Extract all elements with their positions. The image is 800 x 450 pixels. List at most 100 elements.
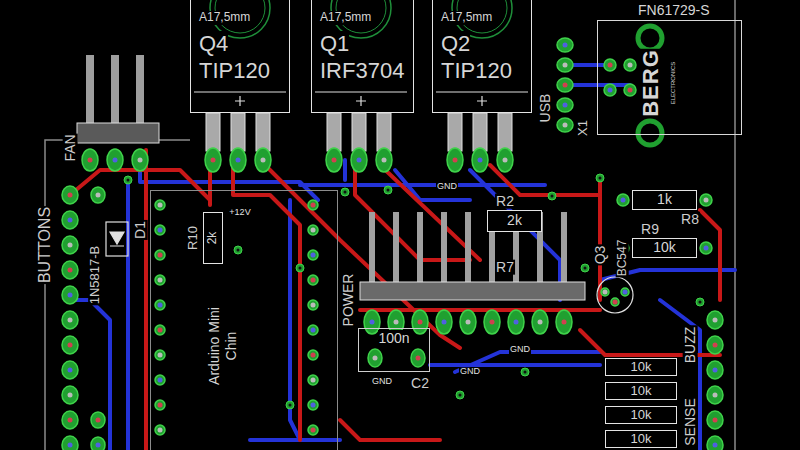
drill-hole xyxy=(311,203,316,208)
solder-pad xyxy=(700,194,712,206)
drill-hole xyxy=(127,179,130,182)
via xyxy=(296,264,304,272)
solder-pad xyxy=(308,275,318,285)
drill-hole xyxy=(370,320,375,325)
header-pin xyxy=(393,212,399,282)
mounting-hole xyxy=(638,26,662,50)
solder-pad xyxy=(557,58,573,72)
part-name: Q4 xyxy=(199,31,228,56)
part-value: TIP120 xyxy=(441,58,512,83)
drill-hole xyxy=(138,158,143,163)
signal-name: GND xyxy=(509,345,531,354)
drill-hole xyxy=(608,63,613,68)
part-value: 2k xyxy=(507,213,522,228)
header-pin xyxy=(441,212,447,282)
solder-pad xyxy=(557,78,573,92)
solder-pad xyxy=(62,286,78,304)
drill-hole xyxy=(704,198,709,203)
drill-hole xyxy=(538,320,543,325)
solder-pad xyxy=(91,187,105,203)
part-value: 1N5817-B xyxy=(88,245,102,306)
part-name: R2 xyxy=(495,194,515,209)
part-name: R9 xyxy=(640,222,660,237)
via xyxy=(696,298,704,306)
solder-pad xyxy=(62,186,78,204)
solder-pad xyxy=(62,336,78,354)
transistor-package: A17,5mmQ4TIP120 xyxy=(190,0,290,113)
solder-pad xyxy=(255,148,271,172)
solder-pad xyxy=(707,311,723,329)
header-pin xyxy=(369,212,375,282)
signal-name: GND xyxy=(459,367,481,376)
solder-pad xyxy=(707,411,723,429)
drill-hole xyxy=(418,320,423,325)
drill-hole xyxy=(158,403,163,408)
drill-hole xyxy=(68,318,73,323)
solder-pad xyxy=(621,288,629,296)
solder-pad xyxy=(91,412,105,428)
part-name: R8 xyxy=(680,212,700,227)
drill-hole xyxy=(603,290,608,295)
resistor-symbol: 10k xyxy=(605,406,677,424)
connector-name: BUTTONS xyxy=(37,206,54,284)
solder-pad xyxy=(556,310,572,334)
header-pin xyxy=(111,55,119,125)
drill-hole xyxy=(562,320,567,325)
header-pin xyxy=(417,212,423,282)
via xyxy=(341,188,349,196)
solder-pad xyxy=(155,300,165,310)
solder-pad xyxy=(308,200,318,210)
solder-pad xyxy=(436,310,452,334)
drill-hole xyxy=(466,320,471,325)
drill-hole xyxy=(311,328,316,333)
solder-pad xyxy=(557,98,573,112)
part-name: C2 xyxy=(410,376,430,391)
drill-hole xyxy=(713,393,718,398)
drill-hole xyxy=(68,293,73,298)
package-size: A17,5mm xyxy=(320,11,371,25)
top-copper-trace xyxy=(700,210,720,300)
via xyxy=(456,391,464,399)
drill-hole xyxy=(490,320,495,325)
solder-pad xyxy=(326,148,342,172)
drill-hole xyxy=(713,343,718,348)
drill-hole xyxy=(311,228,316,233)
via xyxy=(521,368,529,376)
drill-hole xyxy=(68,343,73,348)
solder-pad xyxy=(155,375,165,385)
drill-hole xyxy=(158,328,163,333)
resistor-symbol: 2k xyxy=(487,210,542,232)
package-mark xyxy=(194,92,286,106)
package-size: A17,5mm xyxy=(199,11,250,25)
solder-pad xyxy=(707,386,723,404)
transistor-outline xyxy=(597,277,633,313)
drill-hole xyxy=(88,158,93,163)
solder-pad xyxy=(155,425,165,435)
solder-pad xyxy=(472,148,488,172)
drill-hole xyxy=(68,268,73,273)
solder-pad xyxy=(707,436,723,450)
transistor-leg xyxy=(352,113,366,151)
part-value: 100n xyxy=(378,330,409,346)
part-value: BC547 xyxy=(616,239,629,278)
drill-hole xyxy=(311,378,316,383)
transistor-leg xyxy=(206,113,220,151)
drill-hole xyxy=(68,393,73,398)
part-value: 1k xyxy=(657,192,672,207)
solder-pad xyxy=(132,149,148,171)
drill-hole xyxy=(628,63,633,68)
solder-pad xyxy=(376,148,392,172)
solder-pad xyxy=(205,148,221,172)
solder-pad xyxy=(707,361,723,379)
solder-pad xyxy=(617,194,629,206)
solder-pad xyxy=(624,84,636,96)
drill-hole xyxy=(68,368,73,373)
solder-pad xyxy=(412,310,428,334)
solder-pad xyxy=(82,149,98,171)
via xyxy=(596,174,604,182)
via xyxy=(581,264,589,272)
drill-hole xyxy=(524,371,527,374)
connector-name: SENSE xyxy=(683,397,698,446)
solder-pad xyxy=(62,411,78,429)
solder-pad xyxy=(62,386,78,404)
